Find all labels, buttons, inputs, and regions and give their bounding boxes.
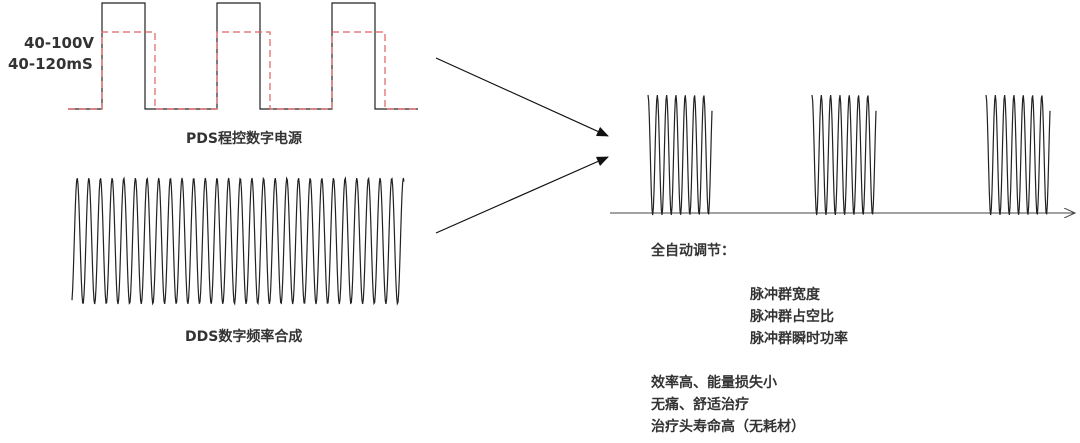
output-burst-1	[647, 94, 713, 216]
dds-caption: DDS数字频率合成	[185, 329, 303, 345]
output-burst-2	[811, 94, 877, 216]
pds-voltage-label: 40-100V	[24, 34, 95, 52]
pds-caption: PDS程控数字电源	[186, 131, 302, 147]
pds-duration-label: 40-120mS	[8, 55, 93, 73]
benefit-lifetime: 治疗头寿命高（无耗材）	[651, 419, 805, 435]
pds-pulse-waveform	[68, 2, 418, 110]
pds-dashed-waveform	[68, 31, 418, 110]
benefits-list: 效率高、能量损失小 无痛、舒适治疗 治疗头寿命高（无耗材）	[651, 372, 805, 438]
adjust-item-burst-width: 脉冲群宽度	[750, 287, 820, 303]
adjust-item-instant-power: 脉冲群瞬时功率	[750, 331, 848, 347]
arrow-pds-to-output	[435, 57, 609, 137]
benefit-efficiency: 效率高、能量损失小	[651, 375, 777, 391]
dds-sine-waveform	[71, 176, 405, 306]
arrow-dds-to-output	[435, 156, 609, 234]
adjust-item-duty-cycle: 脉冲群占空比	[750, 309, 834, 325]
adjust-title: 全自动调节：	[651, 243, 735, 259]
output-burst-3	[985, 94, 1051, 216]
benefit-painless: 无痛、舒适治疗	[651, 397, 749, 413]
adjust-list: 脉冲群宽度 脉冲群占空比 脉冲群瞬时功率	[750, 284, 848, 350]
